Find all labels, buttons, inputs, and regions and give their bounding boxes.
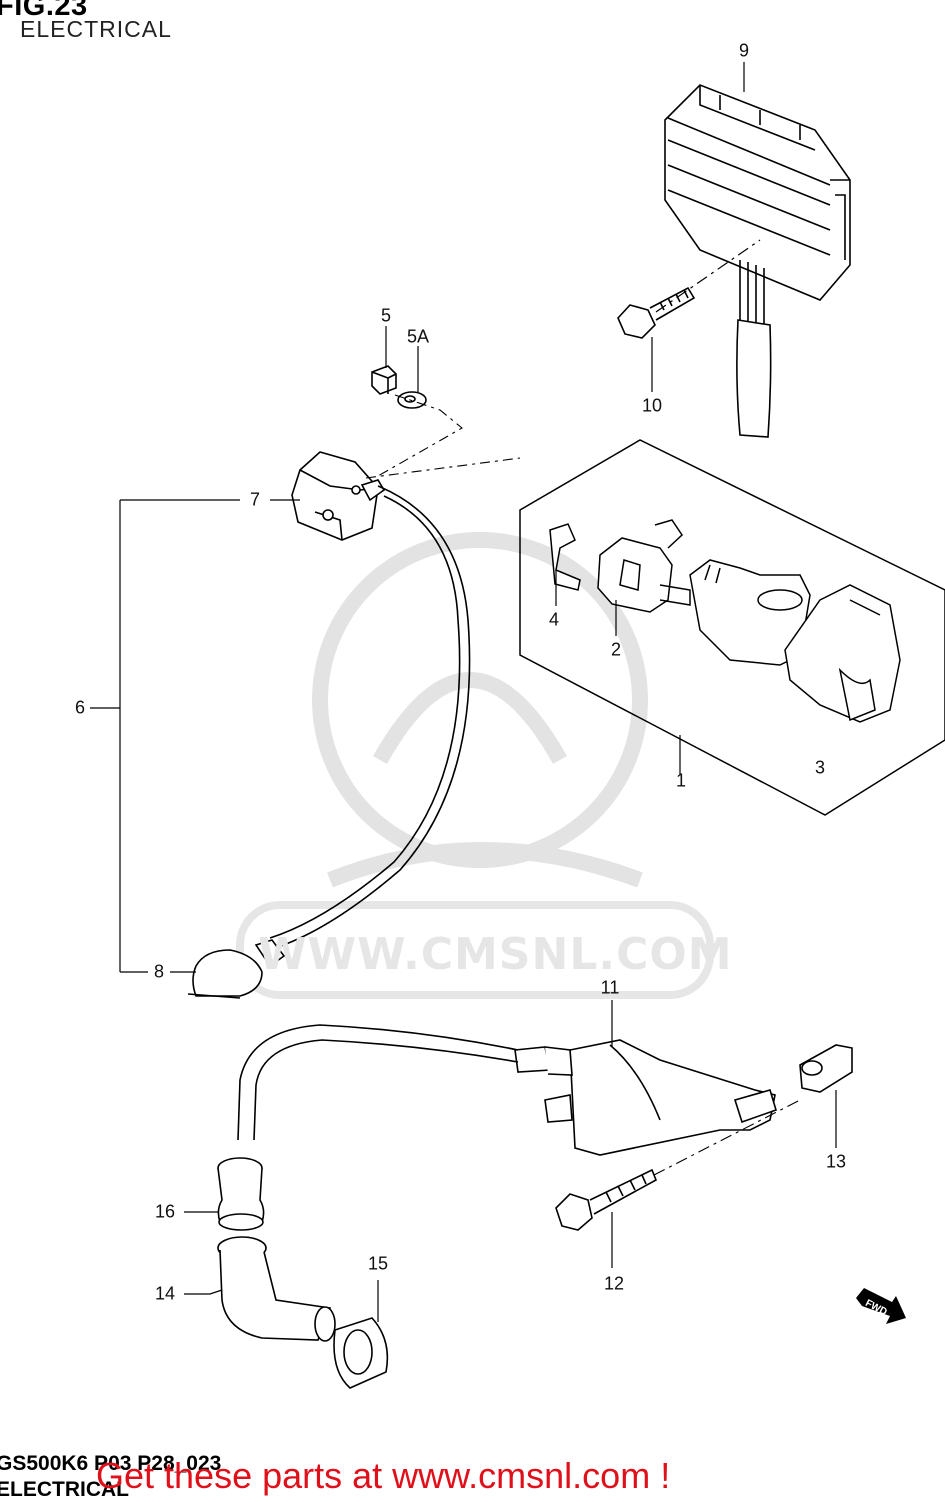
watermark-text: WWW.CMSNL.COM [258, 929, 733, 980]
callout-8[interactable]: 8 [153, 961, 165, 982]
lead-wire-6 [269, 485, 471, 949]
plug-cap-8 [187, 939, 286, 999]
promo-link[interactable]: Get these parts at www.cmsnl.com ! [96, 1455, 671, 1496]
callout-5[interactable]: 5 [380, 305, 392, 326]
callout-12[interactable]: 12 [603, 1273, 625, 1294]
callout-9[interactable]: 9 [738, 40, 750, 61]
callout-5a[interactable]: 5A [406, 326, 430, 347]
washer-5a [397, 391, 427, 409]
regulator-rectifier [664, 84, 851, 438]
bolt-12 [555, 1168, 658, 1231]
callout-14[interactable]: 14 [154, 1283, 176, 1304]
nut-5 [371, 365, 397, 395]
coil-lead [237, 1024, 519, 1141]
callout-7[interactable]: 7 [249, 489, 261, 510]
callout-6[interactable]: 6 [74, 697, 86, 718]
callout-15[interactable]: 15 [367, 1253, 389, 1274]
callout-13[interactable]: 13 [825, 1151, 847, 1172]
watermark-logo [312, 532, 648, 888]
footer-code: GS500K6 P03 P28_023 [0, 1452, 222, 1475]
watermark-banner [236, 901, 714, 999]
callout-11[interactable]: 11 [600, 977, 620, 998]
bolt-10 [617, 286, 696, 339]
hose-14 [217, 1236, 336, 1342]
leader-lines [90, 62, 837, 1322]
cap-15 [333, 1317, 389, 1389]
ignition-coil-11 [514, 1039, 777, 1156]
callout-3[interactable]: 3 [814, 757, 826, 778]
ignition-switch-set-1 [519, 439, 945, 816]
fwd-arrow-icon [856, 1288, 906, 1324]
grommet-16 [217, 1157, 265, 1231]
callout-10[interactable]: 10 [641, 395, 663, 416]
callout-4[interactable]: 4 [548, 609, 560, 630]
callout-1[interactable]: 1 [675, 770, 687, 791]
figure-subtitle: ELECTRICAL [20, 16, 172, 42]
spacer-13 [799, 1044, 853, 1093]
callout-16[interactable]: 16 [154, 1201, 176, 1222]
callout-2[interactable]: 2 [610, 639, 622, 660]
plug-cap-7 [291, 451, 386, 541]
figure-title: FIG.23 [0, 0, 88, 22]
footer-label: ELECTRICAL [0, 1478, 129, 1501]
